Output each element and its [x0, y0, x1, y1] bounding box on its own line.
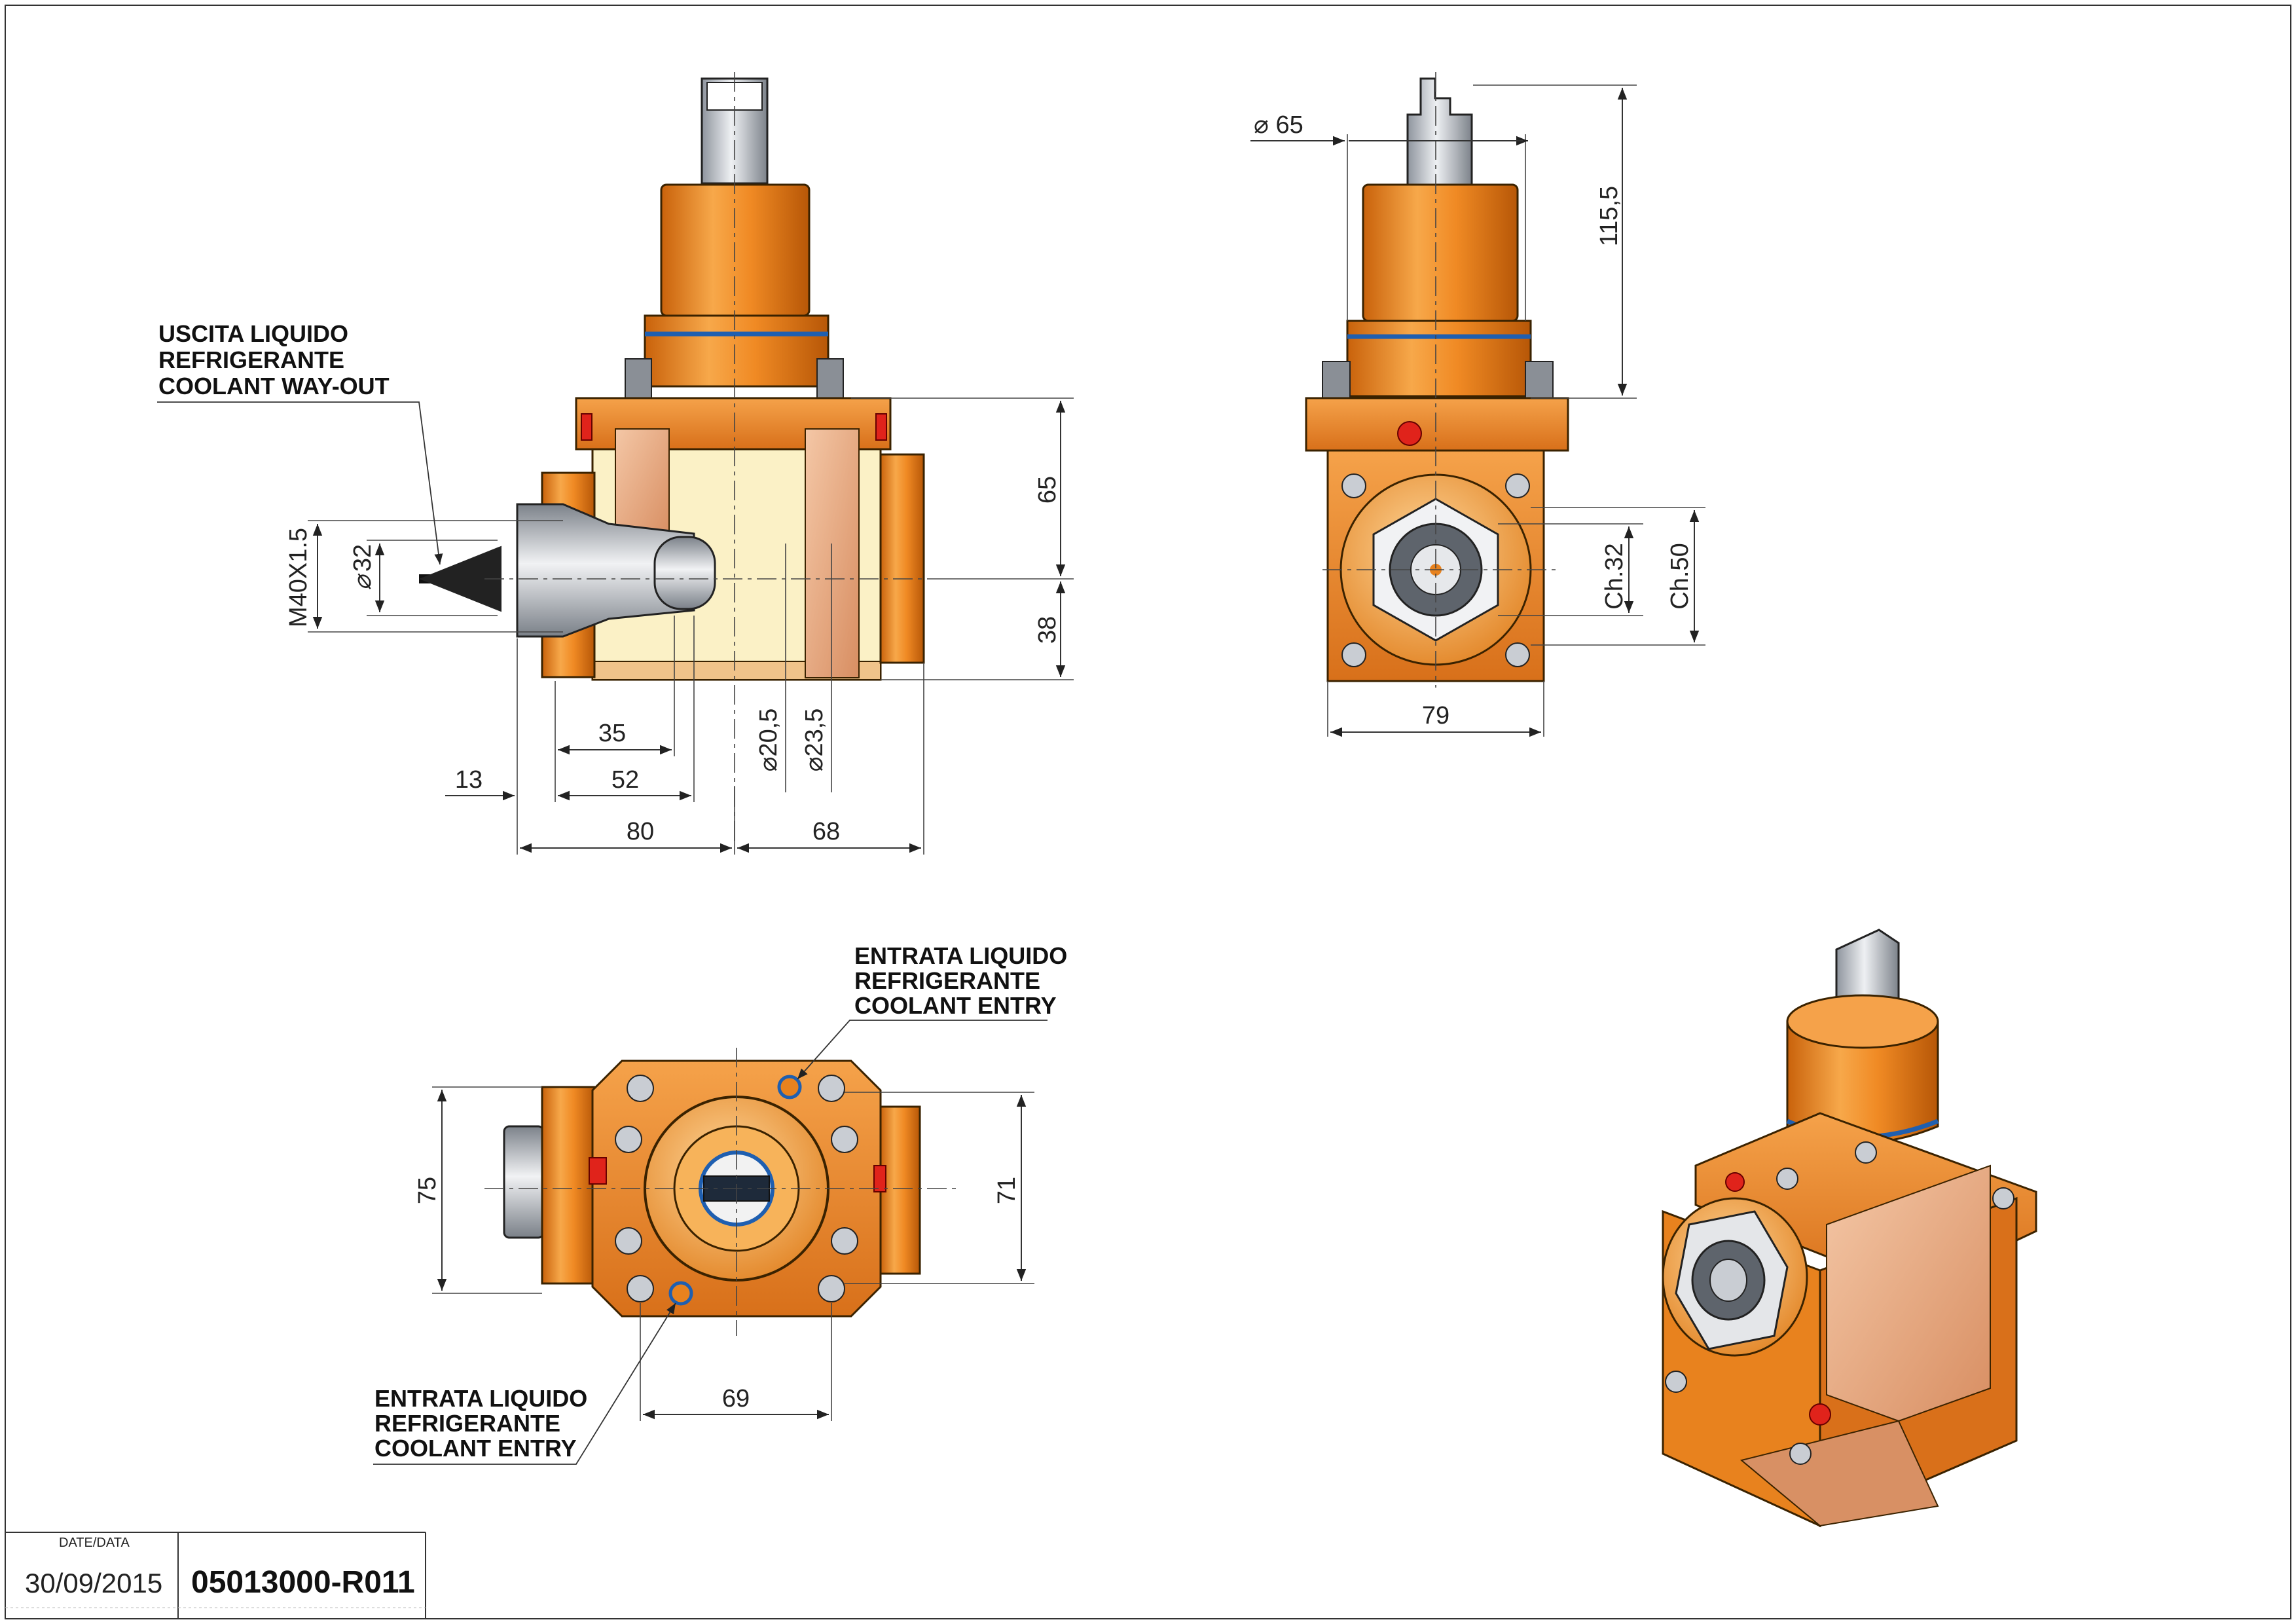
top-bolts [615, 1075, 858, 1302]
dim-38: 38 [1034, 616, 1061, 644]
dim-front-dia-65-value: 65 [1275, 111, 1303, 139]
front-bolt-br [1505, 642, 1530, 667]
callout-entry-top-line3: COOLANT ENTRY [854, 992, 1057, 1019]
callout-entry-bottom-line3: COOLANT ENTRY [374, 1435, 577, 1462]
iso-collet-bore [1709, 1259, 1747, 1302]
top-red-plug-left [589, 1157, 607, 1185]
title-block-date: 30/09/2015 [25, 1568, 162, 1598]
top-bolt-6 [831, 1227, 858, 1255]
dim-dia-23-5: ⌀23,5 [801, 709, 828, 772]
coolant-channel-right [805, 428, 860, 678]
front-shaft [1406, 77, 1473, 188]
dim-front-dia-65: ⌀ 65 [1254, 111, 1303, 139]
red-plug-right [875, 413, 887, 441]
callout-entry-top-line1: ENTRATA LIQUIDO [854, 942, 1067, 969]
iso-copper-panel [1826, 1164, 1991, 1422]
front-view [1305, 72, 1569, 688]
front-red-plug [1397, 421, 1422, 446]
stud-left [625, 358, 652, 400]
callout-coolant-out-line3: COOLANT WAY-OUT [158, 373, 390, 399]
front-bolt-tr [1505, 473, 1530, 498]
top-bolt-3 [615, 1126, 642, 1153]
body-right-flank [879, 453, 925, 664]
title-block: DATE/DATA 30/09/2015 05013000-R011 [5, 1532, 426, 1619]
head-cylinder [660, 183, 811, 317]
front-bolt-tl [1341, 473, 1366, 498]
head-collar [644, 314, 829, 388]
iso-bolt-5 [1789, 1443, 1812, 1465]
callout-coolant-entry-bottom: ENTRATA LIQUIDO REFRIGERANTE COOLANT ENT… [373, 1302, 676, 1465]
dim-thread: M40X1.5 [285, 528, 312, 627]
iso-bolts [1665, 1141, 2014, 1465]
top-bolt-2 [818, 1075, 845, 1102]
dim-ch50: Ch.50 [1666, 543, 1694, 609]
isometric-view [1662, 929, 2037, 1528]
coolant-channel-left [615, 428, 670, 541]
sheet-border [5, 5, 2291, 1619]
front-flange [1305, 397, 1569, 452]
dim-dia-20-5-value: 20,5 [755, 709, 782, 757]
top-right-flank [879, 1105, 921, 1275]
dim-115-5: 115,5 [1595, 186, 1623, 246]
callout-entry-top-line2: REFRIGERANTE [854, 967, 1040, 994]
callout-entry-bottom-line2: REFRIGERANTE [374, 1410, 560, 1437]
callout-coolant-way-out: USCITA LIQUIDO REFRIGERANTE COOLANT WAY-… [157, 320, 443, 565]
side-view-dimensions: 65 38 M40X1.5 ⌀ 32 35 13 52 80 [285, 397, 1074, 855]
top-bolt-8 [818, 1275, 845, 1302]
top-red-plug-right [873, 1165, 886, 1192]
dia-32-symbol: ⌀ [349, 573, 376, 590]
iso-bolt-3 [1992, 1187, 2014, 1209]
iso-bolt-1 [1776, 1168, 1798, 1190]
dim-71: 71 [993, 1177, 1021, 1204]
top-coolant-port-lower [668, 1281, 693, 1306]
front-head-cylinder [1362, 183, 1519, 322]
callout-coolant-out-line2: REFRIGERANTE [158, 346, 344, 373]
top-view-dimensions: 75 71 69 [414, 1086, 1034, 1421]
iso-bolt-4 [1665, 1371, 1687, 1393]
top-bolt-1 [627, 1075, 654, 1102]
top-nose-housing [541, 1086, 596, 1285]
dim-dia-20-5: ⌀20,5 [755, 709, 782, 772]
dim-dia-23-5-value: 23,5 [801, 709, 828, 757]
iso-red-plug-bottom [1809, 1403, 1831, 1426]
callout-coolant-entry-top: ENTRATA LIQUIDO REFRIGERANTE COOLANT ENT… [797, 942, 1067, 1080]
front-stud-right [1525, 361, 1554, 400]
iso-red-plug [1725, 1172, 1745, 1192]
dim-ch32: Ch.32 [1601, 543, 1628, 609]
stud-right [816, 358, 844, 400]
top-bolt-5 [615, 1227, 642, 1255]
spindle-nose [653, 536, 716, 610]
dim-68: 68 [812, 818, 840, 845]
dim-75: 75 [414, 1177, 441, 1204]
front-head-collar [1346, 320, 1532, 397]
iso-head-top [1786, 994, 1939, 1049]
top-view [484, 1048, 956, 1336]
dim-52: 52 [611, 766, 639, 794]
title-block-date-label: DATE/DATA [59, 1536, 130, 1550]
front-bolt-bl [1341, 642, 1366, 667]
callout-coolant-out-line1: USCITA LIQUIDO [158, 320, 348, 347]
red-plug-left [581, 413, 592, 441]
front-bolts [1341, 473, 1530, 667]
dim-dia-32: 32 [349, 544, 376, 572]
side-view [419, 72, 936, 845]
title-block-code: 05013000-R011 [191, 1565, 415, 1600]
dim-80: 80 [627, 818, 654, 845]
dim-79: 79 [1422, 702, 1449, 729]
callout-entry-bottom-line1: ENTRATA LIQUIDO [374, 1385, 587, 1412]
top-coolant-port-upper [777, 1075, 802, 1099]
collet-nut [516, 503, 695, 638]
iso-bottom-face [1740, 1420, 1939, 1527]
top-bolt-7 [627, 1275, 654, 1302]
dim-69: 69 [722, 1385, 750, 1412]
front-stud-left [1322, 361, 1351, 400]
dim-13: 13 [455, 766, 483, 794]
top-nose [503, 1125, 545, 1239]
dim-65: 65 [1034, 476, 1061, 504]
dim-35: 35 [598, 720, 626, 747]
top-bolt-4 [831, 1126, 858, 1153]
front-view-dimensions: ⌀ 65 115,5 Ch.32 Ch.50 79 [1250, 84, 1705, 737]
iso-bolt-2 [1855, 1141, 1877, 1164]
